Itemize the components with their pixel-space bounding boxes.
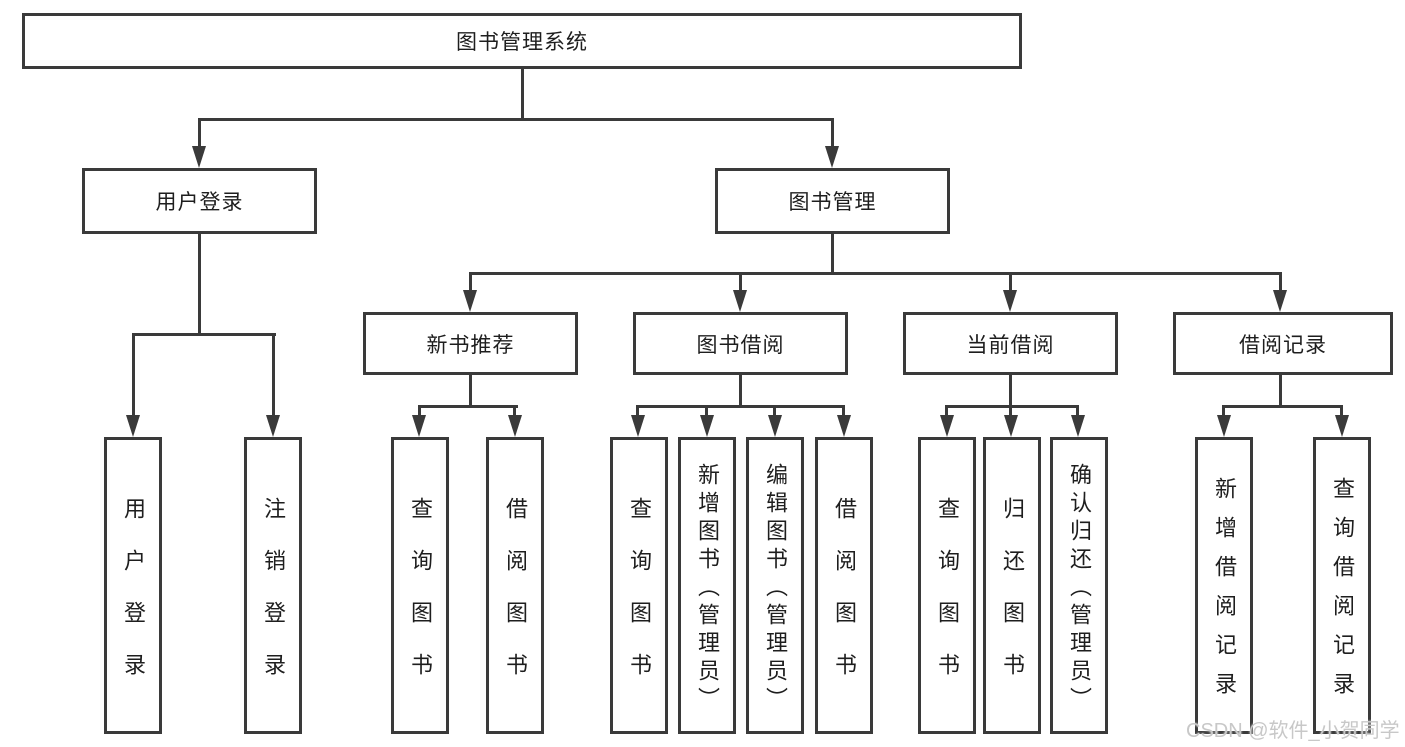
connector-line <box>418 405 518 408</box>
leaf-logout: 注销登录 <box>244 437 302 734</box>
connector-line <box>513 407 516 417</box>
leaf-edit-book-admin: 编辑图书（管理员） <box>746 437 804 734</box>
connector-line <box>842 407 845 417</box>
arrowhead-down-icon <box>768 415 782 437</box>
node-current-borrow-label: 当前借阅 <box>966 333 1055 357</box>
arrowhead-down-icon <box>940 415 954 437</box>
connector-line <box>469 375 472 407</box>
connector-line <box>198 120 201 148</box>
node-root: 图书管理系统 <box>22 13 1022 69</box>
connector-line <box>945 405 1079 408</box>
arrowhead-down-icon <box>508 415 522 437</box>
node-root-label: 图书管理系统 <box>456 31 588 54</box>
connector-line <box>636 405 845 408</box>
leaf-confirm-return-admin: 确认归还（管理员） <box>1050 437 1108 734</box>
connector-line <box>1279 274 1282 292</box>
leaf-user-login: 用户登录 <box>104 437 162 734</box>
arrowhead-down-icon <box>192 146 206 168</box>
arrowhead-down-icon <box>126 415 140 437</box>
leaf-return-book-label: 归还图书 <box>1000 496 1025 705</box>
node-book-management: 图书管理 <box>715 168 950 234</box>
node-new-book-recommend-label: 新书推荐 <box>426 333 515 357</box>
node-book-borrow-label: 图书借阅 <box>696 333 785 357</box>
leaf-add-book-admin: 新增图书（管理员） <box>678 437 736 734</box>
leaf-logout-label: 注销登录 <box>261 496 286 705</box>
leaf-query-books-recommend-label: 查询图书 <box>408 496 433 705</box>
connector-line <box>198 118 834 121</box>
leaf-add-borrow-record: 新增借阅记录 <box>1195 437 1253 734</box>
connector-line <box>636 407 639 417</box>
leaf-query-books-recommend: 查询图书 <box>391 437 449 734</box>
connector-line <box>1279 375 1282 407</box>
connector-line <box>132 333 276 336</box>
arrowhead-down-icon <box>1217 415 1231 437</box>
leaf-query-borrow-record-label: 查询借阅记录 <box>1330 477 1355 711</box>
node-book-management-label: 图书管理 <box>788 191 877 214</box>
leaf-edit-book-admin-label: 编辑图书（管理员） <box>763 462 788 715</box>
connector-line <box>469 272 1282 275</box>
leaf-borrow-books-recommend-label: 借阅图书 <box>503 496 528 705</box>
node-new-book-recommend: 新书推荐 <box>363 312 578 375</box>
node-book-borrow: 图书借阅 <box>633 312 848 375</box>
leaf-query-books-borrow-label: 查询图书 <box>627 496 652 705</box>
arrowhead-down-icon <box>1273 290 1287 312</box>
connector-line <box>831 234 834 274</box>
leaf-user-login-label: 用户登录 <box>121 496 146 705</box>
leaf-query-borrow-record: 查询借阅记录 <box>1313 437 1371 734</box>
leaf-query-books-borrow: 查询图书 <box>610 437 668 734</box>
leaf-borrow-books-label: 借阅图书 <box>832 496 857 705</box>
arrowhead-down-icon <box>266 415 280 437</box>
leaf-return-book: 归还图书 <box>983 437 1041 734</box>
leaf-add-book-admin-label: 新增图书（管理员） <box>695 462 720 715</box>
leaf-query-books-current: 查询图书 <box>918 437 976 734</box>
arrowhead-down-icon <box>1071 415 1085 437</box>
connector-line <box>831 120 834 148</box>
connector-line <box>739 274 742 292</box>
node-user-login-label: 用户登录 <box>155 191 244 214</box>
node-user-login: 用户登录 <box>82 168 317 234</box>
connector-line <box>1009 274 1012 292</box>
connector-line <box>1222 405 1343 408</box>
node-borrow-records: 借阅记录 <box>1173 312 1393 375</box>
arrowhead-down-icon <box>631 415 645 437</box>
arrowhead-down-icon <box>825 146 839 168</box>
connector-line <box>945 407 948 417</box>
arrowhead-down-icon <box>1004 415 1018 437</box>
connector-line <box>1009 407 1012 417</box>
arrowhead-down-icon <box>412 415 426 437</box>
watermark: CSDN @软件_小贺同学 <box>1186 720 1400 742</box>
connector-line <box>418 407 421 417</box>
leaf-borrow-books: 借阅图书 <box>815 437 873 734</box>
arrowhead-down-icon <box>1335 415 1349 437</box>
connector-line <box>198 234 201 335</box>
arrowhead-down-icon <box>837 415 851 437</box>
connector-line <box>272 335 275 417</box>
connector-line <box>521 69 524 120</box>
arrowhead-down-icon <box>733 290 747 312</box>
connector-line <box>739 375 742 407</box>
connector-line <box>705 407 708 417</box>
leaf-add-borrow-record-label: 新增借阅记录 <box>1212 477 1237 711</box>
arrowhead-down-icon <box>463 290 477 312</box>
connector-line <box>469 274 472 292</box>
leaf-query-books-current-label: 查询图书 <box>935 496 960 705</box>
connector-line <box>1340 407 1343 417</box>
connector-line <box>1076 407 1079 417</box>
arrowhead-down-icon <box>1003 290 1017 312</box>
leaf-confirm-return-admin-label: 确认归还（管理员） <box>1067 462 1092 715</box>
connector-line <box>132 335 135 417</box>
connector-line <box>1009 375 1012 407</box>
connector-line <box>1222 407 1225 417</box>
arrowhead-down-icon <box>700 415 714 437</box>
connector-line <box>773 407 776 417</box>
node-borrow-records-label: 借阅记录 <box>1239 333 1327 357</box>
leaf-borrow-books-recommend: 借阅图书 <box>486 437 544 734</box>
node-current-borrow: 当前借阅 <box>903 312 1118 375</box>
